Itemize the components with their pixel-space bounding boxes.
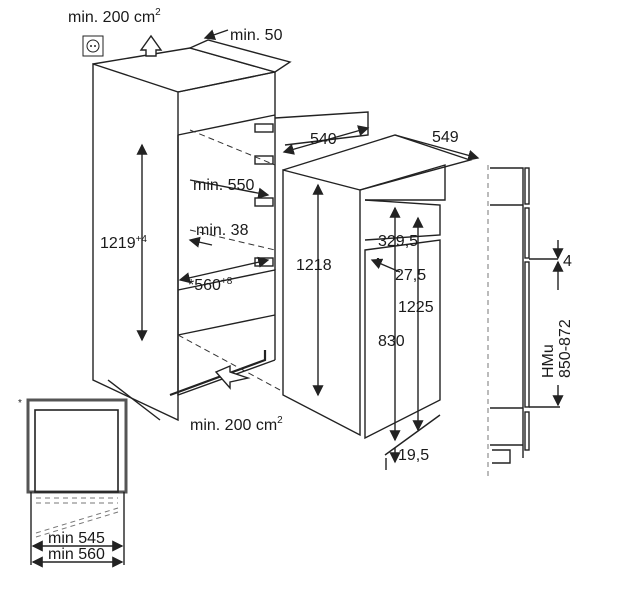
niche-height-label: 1219+4 xyxy=(100,234,147,252)
depth-540-label: 540 xyxy=(310,131,337,148)
gap-top-label: min. 50 xyxy=(230,27,283,44)
height-830-label: 830 xyxy=(378,333,405,350)
niche-width-label: *560+8 xyxy=(188,276,233,294)
top-view-inset xyxy=(26,398,128,568)
appliance-height-label: 1218 xyxy=(296,257,332,274)
hinges xyxy=(254,123,274,267)
asterisk-label: * xyxy=(18,398,22,409)
vent-top-label: min. 200 cm2 xyxy=(68,7,161,26)
power-socket-icon xyxy=(82,35,104,57)
side-profile xyxy=(487,165,564,480)
min-560-label: min 560 xyxy=(48,546,105,563)
vent-bottom-label: min. 200 cm2 xyxy=(190,415,283,434)
hmu-label: HMu xyxy=(540,344,557,378)
door-329-label: 329,5 xyxy=(378,233,418,250)
gap-4-label: 4 xyxy=(563,253,572,270)
min-550-label: min. 550 xyxy=(193,177,254,194)
vent-up-arrow-icon xyxy=(139,34,163,57)
depth-549-label: 549 xyxy=(432,129,459,146)
door-27-label: 27,5 xyxy=(395,267,426,284)
min-38-label: min. 38 xyxy=(196,222,249,239)
min-545-label: min 545 xyxy=(48,530,105,547)
height-1225-label: 1225 xyxy=(398,299,434,316)
bottom-19-label: 19,5 xyxy=(398,447,429,464)
cabinet-niche xyxy=(82,34,292,422)
hmu-range-label: 850-872 xyxy=(557,319,574,378)
vent-in-arrow-icon xyxy=(214,364,251,390)
fridge-appliance xyxy=(282,134,473,440)
